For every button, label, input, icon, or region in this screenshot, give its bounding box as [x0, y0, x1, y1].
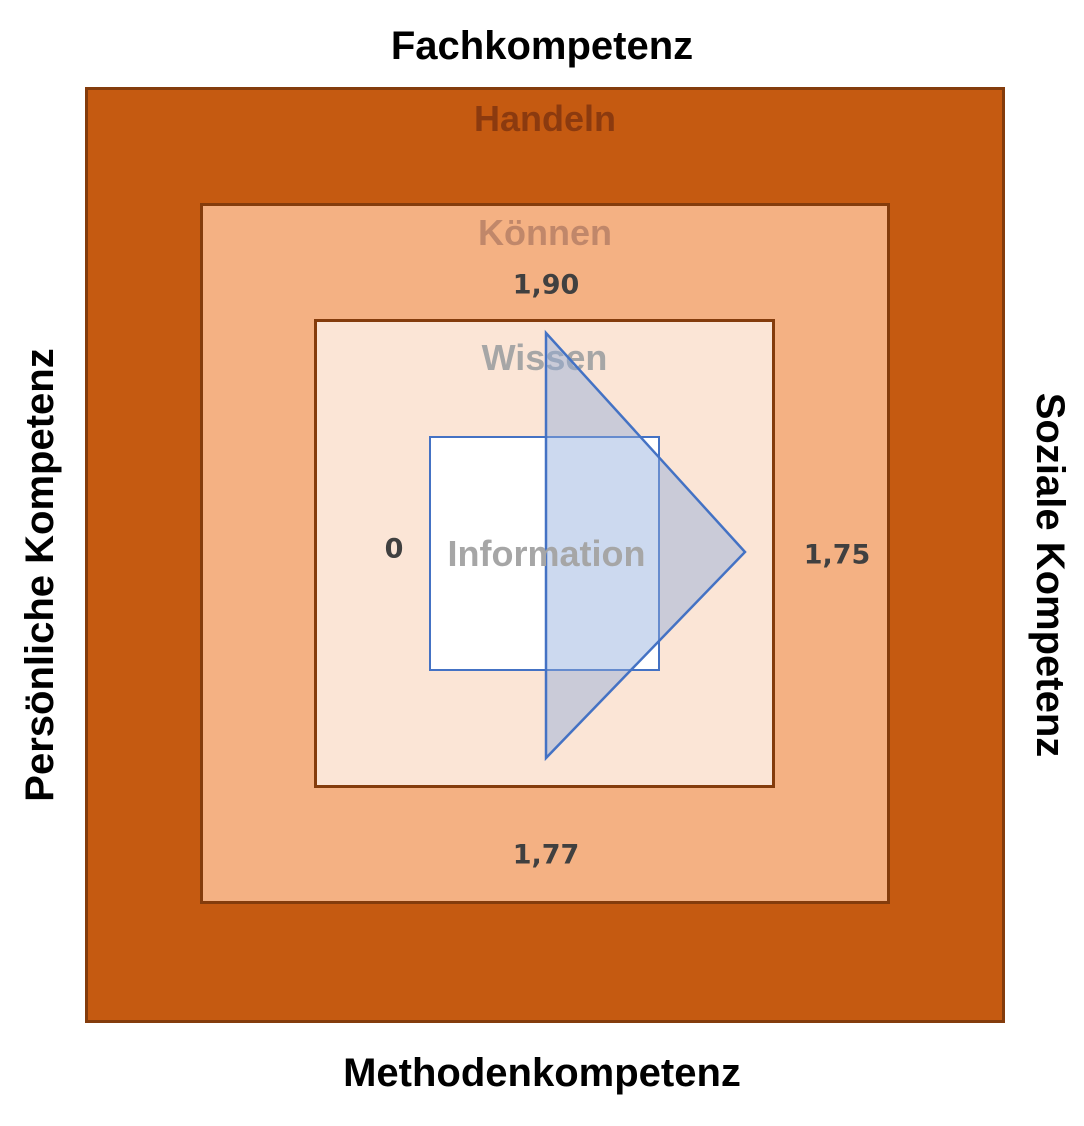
level-koennen-title: Können — [478, 212, 612, 253]
level-handeln-title: Handeln — [473, 98, 616, 139]
value-right: 1,75 — [803, 539, 871, 571]
label-persoenliche-kompetenz: Persönliche Kompetenz — [18, 348, 62, 802]
value-bottom: 1,77 — [512, 839, 580, 871]
level-information-box: Information — [429, 436, 660, 671]
label-soziale-kompetenz: Soziale Kompetenz — [1028, 392, 1072, 758]
value-top: 1,90 — [512, 269, 580, 301]
label-fachkompetenz: Fachkompetenz — [390, 24, 694, 68]
level-information-title: Information — [447, 533, 646, 574]
value-left: 0 — [384, 533, 404, 565]
label-methodenkompetenz: Methodenkompetenz — [343, 1051, 741, 1095]
level-wissen-title: Wissen — [481, 337, 608, 378]
